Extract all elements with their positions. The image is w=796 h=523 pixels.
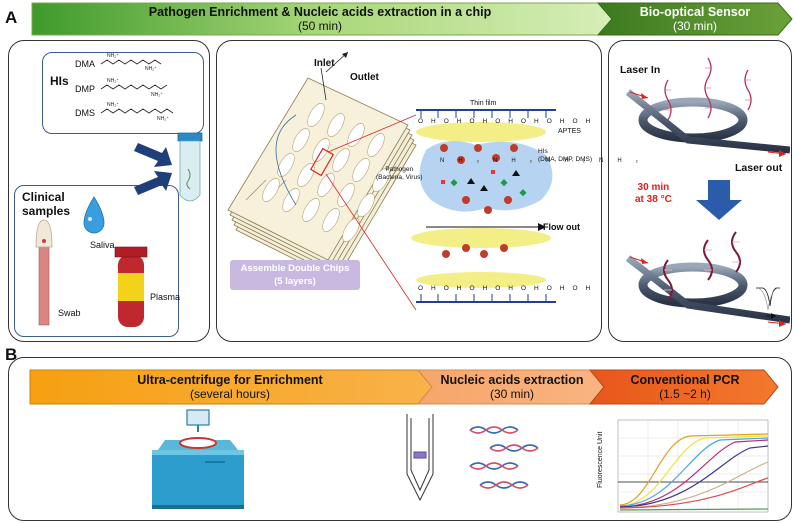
sample-illustrations xyxy=(35,196,148,327)
outlet-label: Outlet xyxy=(350,72,379,83)
assemble-label: Assemble Double Chips (5 layers) xyxy=(230,260,360,290)
stage-b3-label: Conventional PCR (1.5 ~2 h) xyxy=(604,373,766,401)
pcr-ylabel: Fluorescence Unit xyxy=(597,431,604,488)
cond-line2: at 38 °C xyxy=(635,194,672,205)
laser-in-label: Laser In xyxy=(620,64,661,76)
centrifuge-illustration xyxy=(152,409,244,509)
stage-b1-label: Ultra-centrifuge for Enrichment (several… xyxy=(40,373,420,401)
panel-b-illustrations xyxy=(152,409,769,513)
stage-b3-time: (1.5 ~2 h) xyxy=(659,387,711,401)
flow-out-label: Flow out xyxy=(543,222,580,232)
stage-a2-label: Bio-optical Sensor (30 min) xyxy=(612,5,778,33)
pathogen-line1: Pathogen xyxy=(385,166,414,173)
his-chip-label: HIs (DMA, DMP, DMS) xyxy=(538,148,592,164)
stage-a1-title: Pathogen Enrichment & Nucleic acids extr… xyxy=(148,5,492,19)
his-box xyxy=(42,52,204,134)
panel-a-letter: A xyxy=(5,8,18,27)
svg-text:NH₂⁺: NH₂⁺ xyxy=(145,66,157,72)
svg-text:NH₂⁺: NH₂⁺ xyxy=(107,78,119,84)
plasma-label: Plasma xyxy=(150,292,181,302)
pcr-plot xyxy=(617,419,769,513)
stage-a1-time: (50 min) xyxy=(297,19,342,33)
stage-b2-time: (30 min) xyxy=(489,387,534,401)
zoomed-schematic xyxy=(411,109,556,303)
resonance-dip xyxy=(756,287,780,307)
stage-b3-title: Conventional PCR xyxy=(630,373,740,387)
stage-a2-time: (30 min) xyxy=(672,19,717,33)
his-chip-line2: (DMA, DMP, DMS) xyxy=(538,156,593,163)
clinical-samples-title: Clinical samples xyxy=(22,190,70,218)
swab-head xyxy=(35,219,53,248)
spin-column-illustration xyxy=(406,414,434,502)
sensor-panel xyxy=(608,40,792,342)
svg-text:NH₂⁺: NH₂⁺ xyxy=(107,102,119,108)
sensor-illustration xyxy=(625,57,790,327)
assemble-line1: Assemble Double Chips xyxy=(240,263,350,274)
oh-row-top: OHOHOHOHOHOHOH xyxy=(418,118,599,125)
pathogen-label: Pathogen (Bacteria, Virus) xyxy=(376,166,422,182)
assemble-line2: (5 layers) xyxy=(274,276,316,287)
stage-b1-time: (several hours) xyxy=(189,387,271,401)
stage-arrow-a2 xyxy=(596,2,793,36)
thin-film-label: Thin film xyxy=(470,100,497,107)
saliva-label: Saliva xyxy=(90,240,115,250)
chip-illustration xyxy=(227,51,556,311)
stage-a2-title: Bio-optical Sensor xyxy=(639,5,751,19)
pathogen-line2: (Bacteria, Virus) xyxy=(376,174,423,181)
clinical-title-line2: samples xyxy=(22,204,71,218)
down-arrow xyxy=(696,180,742,220)
dna-helices xyxy=(469,426,539,489)
stage-b2-title: Nucleic acids extraction xyxy=(440,373,584,387)
stage-b2-label: Nucleic acids extraction (30 min) xyxy=(432,373,592,401)
clinical-samples-box xyxy=(14,185,179,337)
svg-text:NH₂⁺: NH₂⁺ xyxy=(151,92,163,98)
his-dma: DMA xyxy=(75,59,95,69)
nh2-row: NH₂NH₂NH₂NH₂ xyxy=(440,158,652,164)
laser-out-label: Laser out xyxy=(735,162,783,174)
oh-row-bottom: OHOHOHOHOHOHOH xyxy=(418,285,599,292)
sample-tube-body xyxy=(179,140,201,202)
incubation-condition: 30 min at 38 °C xyxy=(635,182,672,206)
aptes-label: APTES xyxy=(558,128,581,135)
his-dms: DMS xyxy=(75,108,95,118)
his-chip-line1: HIs xyxy=(538,148,548,155)
svg-text:NH₂⁺: NH₂⁺ xyxy=(107,53,119,59)
arrow-his-to-tube xyxy=(134,143,172,167)
his-dmp: DMP xyxy=(75,84,95,94)
stage-b1-title: Ultra-centrifuge for Enrichment xyxy=(137,373,323,387)
saliva-drop xyxy=(83,196,105,234)
clinical-title-line1: Clinical xyxy=(22,190,65,204)
stage-a1-label: Pathogen Enrichment & Nucleic acids extr… xyxy=(40,5,600,33)
arrow-samples-to-tube xyxy=(134,171,172,195)
cond-line1: 30 min xyxy=(637,182,670,193)
his-title: HIs xyxy=(50,74,69,88)
sample-to-tube xyxy=(134,132,203,202)
swab-label: Swab xyxy=(58,308,81,318)
his-structures: NH₂⁺ NH₂⁺ NH₂⁺ NH₂⁺ NH₂⁺ NH₂⁺ xyxy=(100,53,174,122)
inlet-label: Inlet xyxy=(314,58,335,69)
svg-text:NH₂⁺: NH₂⁺ xyxy=(157,116,169,122)
